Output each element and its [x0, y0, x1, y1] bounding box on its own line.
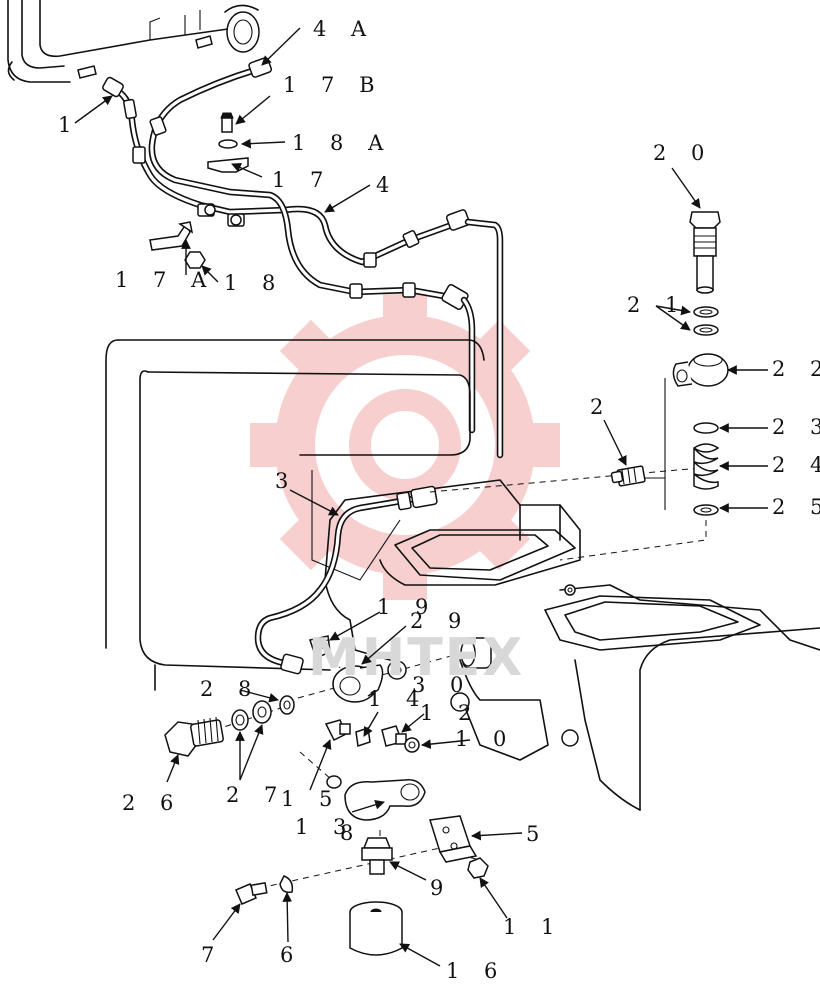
callout-19: 1 9 [377, 595, 437, 619]
callout-4a: 4 A [313, 17, 375, 41]
clamp-17a [149, 221, 206, 269]
pipe-3 [254, 485, 438, 675]
callout-15: 1 5 [281, 787, 341, 811]
callout-3: 3 [275, 469, 297, 493]
cab-outline [105, 339, 485, 691]
callout-25: 2 5 [772, 495, 820, 519]
callout-17b: 1 7 B [283, 73, 384, 97]
callout-18a: 1 8 A [292, 131, 392, 155]
callout-labels: 4 A 1 7 B 1 8 A 1 7 4 1 1 7 A 1 8 2 0 2 … [58, 17, 820, 983]
watermark-gear-logo [250, 290, 560, 600]
callout-16: 1 6 [446, 959, 506, 983]
callout-8: 8 [340, 821, 362, 845]
callout-4: 4 [376, 173, 398, 197]
gear-tooth [279, 319, 340, 380]
callout-20: 2 0 [653, 141, 713, 165]
callout-7: 7 [201, 943, 223, 967]
callout-23: 2 3 [772, 415, 820, 439]
relief-valve-stack [672, 211, 729, 516]
callout-27: 2 7 [226, 783, 286, 807]
pipe-assembly-4 [102, 57, 471, 310]
nipple-2 [610, 465, 646, 487]
callout-6: 6 [280, 943, 302, 967]
callout-17a: 1 7 A [115, 268, 215, 292]
callout-9: 9 [430, 876, 452, 900]
leader-lines [74, 27, 768, 967]
callout-1: 1 [58, 113, 80, 137]
callout-29: 2 9 [410, 609, 470, 633]
gear-tooth [470, 510, 531, 571]
callout-30: 3 0 [412, 673, 472, 697]
callout-13: 1 3 [295, 815, 355, 839]
callout-22: 2 2 [772, 357, 820, 381]
callout-24: 2 4 [772, 453, 820, 477]
watermark-text: MHTEX [308, 628, 524, 688]
callout-18: 1 8 [224, 271, 284, 295]
callout-12: 1 2 [420, 701, 480, 725]
radiator-frame [7, 0, 260, 83]
callout-26: 2 6 [122, 791, 182, 815]
pump-housing [324, 479, 820, 811]
callout-28: 2 8 [200, 677, 260, 701]
callout-17: 1 7 [272, 168, 332, 192]
callout-14: 1 4 [368, 687, 428, 711]
callout-10: 1 0 [455, 727, 515, 751]
clamp-17 [207, 112, 249, 173]
callout-5: 5 [526, 822, 548, 846]
callout-21: 2 1 [627, 293, 687, 317]
gear-tooth [279, 510, 340, 571]
bottom-parts [164, 635, 492, 956]
callout-2: 2 [590, 395, 612, 419]
callout-11: 1 1 [503, 915, 563, 939]
